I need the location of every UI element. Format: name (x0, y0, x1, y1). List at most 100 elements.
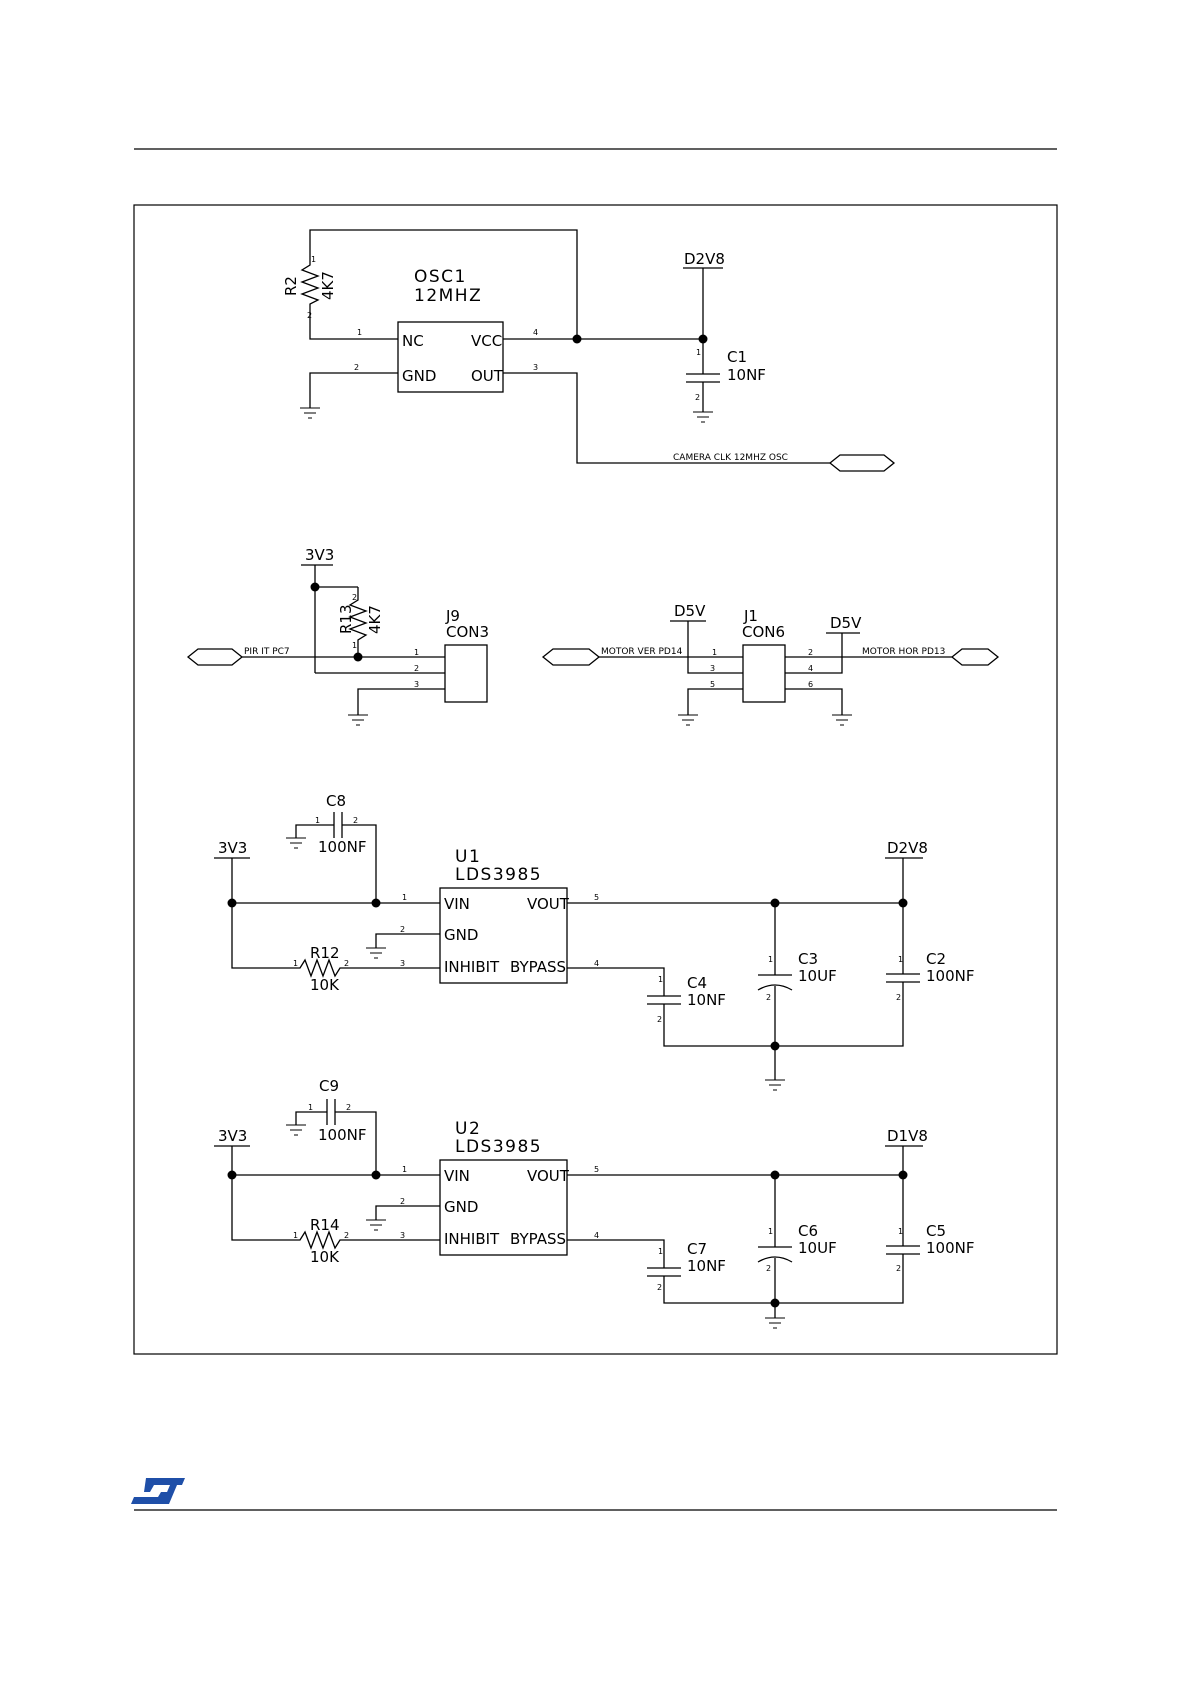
r2-value: 4K7 (319, 271, 337, 300)
j1-pin2-num: 2 (808, 648, 813, 657)
c2-pin1: 1 (898, 955, 903, 964)
c8-right-wire (342, 824, 377, 903)
c3-value: 10UF (798, 967, 837, 985)
pir-block: 3V3 R13 4K7 2 1 PIR IT PC7 1 2 3 J9 CON3 (186, 546, 489, 726)
r12-pin1: 1 (293, 959, 298, 968)
u1-ground-rail (663, 982, 904, 1047)
c8-value: 100NF (318, 838, 366, 856)
c2-value: 100NF (926, 967, 974, 985)
r12-value: 10K (310, 976, 340, 994)
clk-wire (503, 372, 830, 464)
r12-resistor (294, 958, 346, 978)
offpage-connector-icon (828, 454, 896, 472)
osc-gnd-wire (309, 372, 398, 408)
osc1-pin1-num: 1 (357, 328, 362, 337)
osc1-pin4-num: 4 (533, 328, 538, 337)
junction-dot (770, 1041, 780, 1051)
junction-dot (770, 1298, 780, 1308)
j1-pin3-num: 3 (710, 664, 715, 673)
r13-ref: R13 (337, 604, 355, 634)
offpage-connector-icon (541, 648, 601, 666)
j1-pin4-num: 4 (808, 664, 813, 673)
u2-pin-bypass: BYPASS (510, 1230, 566, 1248)
u2-pin-inhibit: INHIBIT (444, 1230, 500, 1248)
u1-pin-gnd: GND (444, 926, 478, 944)
j1-pin5-wire (687, 688, 743, 715)
r2-ref: R2 (282, 276, 300, 296)
ground-icon (366, 1219, 386, 1231)
osc1-body (397, 321, 504, 393)
d2v8-label: D2V8 (684, 250, 725, 268)
nc-wire (309, 312, 398, 340)
motor-hor-label: MOTOR HOR PD13 (862, 647, 945, 657)
u2-ref: U2 (455, 1119, 481, 1139)
u1-3v3-label: 3V3 (218, 839, 247, 857)
ground-icon (366, 947, 386, 959)
j9-pin3-num: 3 (414, 680, 419, 689)
c3-pin1: 1 (768, 955, 773, 964)
c8-ref: C8 (326, 792, 346, 810)
motor-block: MOTOR VER PD14 D5V 1 3 5 J1 CON6 MOTOR H… (541, 602, 1000, 726)
j1-pin5-num: 5 (710, 680, 715, 689)
r12-ref: R12 (310, 944, 340, 962)
c1-pin1: 1 (696, 348, 701, 357)
r12-pin2: 2 (344, 959, 349, 968)
c1-value: 10NF (727, 366, 766, 384)
u2-pin1-num: 1 (402, 1165, 407, 1174)
u2-3v3-label: 3V3 (218, 1127, 247, 1145)
j1-pin6-wire (785, 688, 843, 715)
pir-3v3-label: 3V3 (305, 546, 334, 564)
c4-capacitor (647, 995, 681, 1005)
r14-pin2: 2 (344, 1231, 349, 1240)
c6-capacitor (757, 1246, 793, 1263)
r14-pin1: 1 (293, 1231, 298, 1240)
c7-capacitor (647, 1267, 681, 1277)
ground-icon (286, 837, 306, 849)
u2-ground-rail (663, 1254, 904, 1304)
u2-value: LDS3985 (455, 1137, 542, 1157)
u2-d1v8-label: D1V8 (887, 1127, 928, 1145)
motor-ver-label: MOTOR VER PD14 (601, 647, 683, 657)
c4-pin2: 2 (657, 1015, 662, 1024)
c3-ref: C3 (798, 950, 818, 968)
u1-pin-vout: VOUT (527, 895, 570, 913)
r13-pin1: 1 (352, 641, 357, 650)
d5v-left-label: D5V (674, 602, 706, 620)
u2-pin-vin: VIN (444, 1167, 470, 1185)
st-logo-icon (131, 1478, 185, 1504)
c8-pin1: 1 (315, 816, 320, 825)
c1-pin2: 2 (695, 393, 700, 402)
r2-top-wire (309, 229, 578, 339)
schematic-frame (133, 204, 1058, 1355)
ground-icon (765, 1317, 785, 1329)
ground-icon (693, 411, 713, 423)
c3-capacitor (757, 974, 793, 991)
c3-pin2: 2 (766, 993, 771, 1002)
c5-pin1: 1 (898, 1227, 903, 1236)
u2-gnd-wire (375, 1205, 440, 1220)
junction-dot (371, 1170, 381, 1180)
c8-left-wire (295, 824, 334, 838)
u1-3v3-wire (231, 858, 294, 969)
ground-icon (348, 714, 368, 726)
u2-3v3-wire (231, 1146, 294, 1241)
c7-pin2: 2 (657, 1283, 662, 1292)
c5-ref: C5 (926, 1222, 946, 1240)
u1-pin-inhibit: INHIBIT (444, 958, 500, 976)
u1-pin1-num: 1 (402, 893, 407, 902)
u2-pin-vout: VOUT (527, 1167, 570, 1185)
j1-body (742, 644, 786, 703)
u1-pin4-num: 4 (594, 959, 599, 968)
ground-icon (765, 1079, 785, 1091)
j9-ref: J9 (445, 607, 460, 625)
c6-ref: C6 (798, 1222, 818, 1240)
j1-pin3-wire (687, 621, 743, 674)
u1-pin-bypass: BYPASS (510, 958, 566, 976)
u1-d2v8-label: D2V8 (887, 839, 928, 857)
c7-pin1: 1 (658, 1247, 663, 1256)
osc1-pin-vcc: VCC (471, 332, 502, 350)
u1-pin5-num: 5 (594, 893, 599, 902)
d5v-right-label: D5V (830, 614, 862, 632)
u1-pin2-num: 2 (400, 925, 405, 934)
